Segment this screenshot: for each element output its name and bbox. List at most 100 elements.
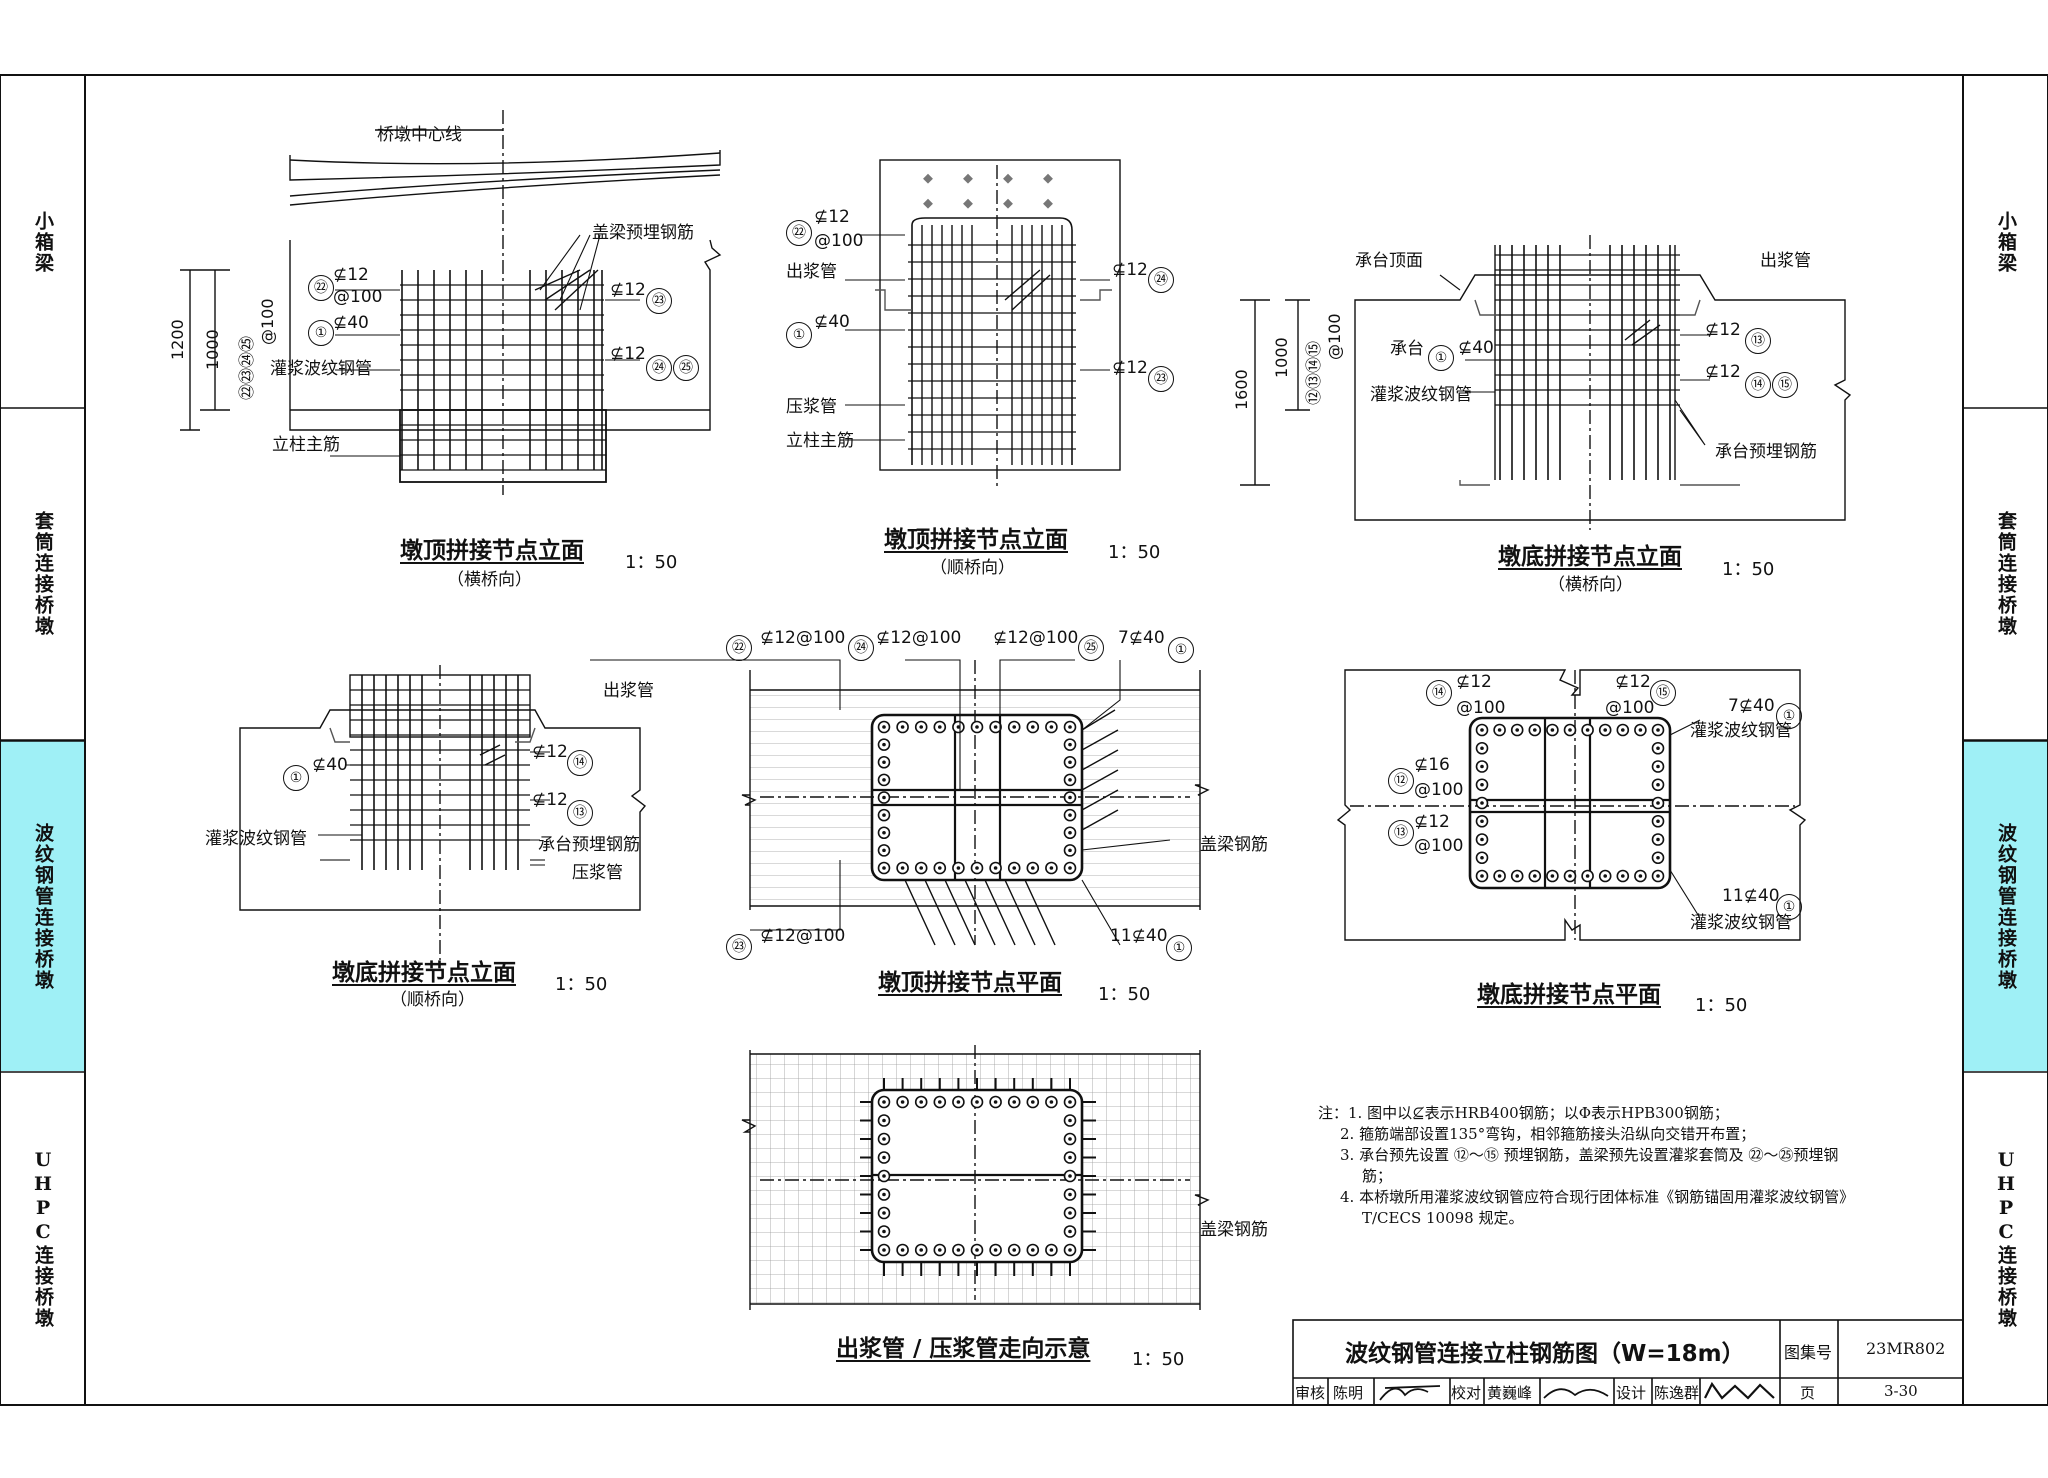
column-bar-core	[1068, 1211, 1072, 1215]
column-bar-core	[1656, 746, 1660, 751]
v6-ref-13: ⑬	[1388, 820, 1414, 846]
note-3: 3. 承台预先设置 ⑫～⑮ 预埋钢筋，盖梁预先设置灌浆套筒及 ㉒～㉕预埋钢筋；	[1340, 1146, 1839, 1185]
column-bar-core	[1068, 1118, 1072, 1123]
column-bar-core	[1068, 848, 1072, 853]
side-tab-label: 小箱梁	[1995, 210, 2017, 274]
v5-ref-1-bottom: ①	[1166, 935, 1192, 961]
column-bar-core	[1049, 866, 1054, 870]
column-bar-core	[1068, 813, 1072, 817]
page-number: 3-30	[1884, 1382, 1918, 1400]
v2-ref-23: ㉓	[1148, 366, 1174, 392]
column-bar-core	[1480, 855, 1484, 860]
side-tab-right-4[interactable]: UHPC连接桥墩	[1963, 1072, 2048, 1405]
column-bar-core	[900, 1248, 905, 1252]
v6-eleven-phi40: 11⊈40	[1722, 886, 1780, 906]
column-bar-core	[1603, 874, 1607, 878]
column-bar-core	[993, 866, 998, 870]
column-bar-core	[882, 795, 886, 800]
column-bar-core	[919, 1100, 923, 1104]
column-bar-core	[900, 866, 905, 870]
v2-at100-label: @100	[814, 231, 864, 251]
pier-center-label: 桥墩中心线	[377, 125, 462, 145]
side-tab-left-2[interactable]: 套筒连接桥墩	[0, 408, 85, 740]
v5-ref-22: ㉒	[726, 635, 752, 661]
side-tab-left-3[interactable]: 波纹钢管连接桥墩	[0, 741, 85, 1072]
column-bar-core	[919, 866, 923, 870]
column-bar-core	[1638, 874, 1643, 878]
v2-phi12-label: ⊈12	[814, 207, 850, 227]
v6-ref-15: ⑮	[1650, 680, 1676, 706]
column-bar-core	[882, 848, 886, 853]
v4-out-pipe-label: 出浆管	[603, 681, 654, 701]
side-tab-left-4[interactable]: UHPC连接桥墩	[0, 1072, 85, 1405]
column-bar-core	[1068, 778, 1072, 782]
column-bar-core	[1480, 801, 1484, 805]
view5-title: 墩顶拼接节点平面	[878, 970, 1062, 996]
column-bar-core	[938, 725, 942, 729]
note-4: 4. 本桥墩所用灌浆波纹钢管应符合现行团体标准《钢筋锚固用灌浆波纹钢管》T/CE…	[1340, 1188, 1855, 1227]
view3-subtitle: （横桥向）	[1548, 575, 1633, 595]
view1-subtitle: （横桥向）	[447, 570, 532, 590]
drawing-title: 波纹钢管连接立柱钢筋图（W=18m）	[1345, 1341, 1745, 1367]
column-bar-core	[1031, 1100, 1035, 1104]
column-bar-core	[1656, 837, 1660, 842]
v5-ref-24: ㉔	[848, 635, 874, 661]
view7-drawing	[741, 1045, 1210, 1310]
v3-cap-label: 承台	[1390, 339, 1424, 359]
column-bar-core	[1068, 1192, 1072, 1197]
side-tab-right-1[interactable]: 小箱梁	[1963, 76, 2048, 408]
column-bar-core	[956, 1248, 961, 1252]
drawing-notes: 注：1. 图中以⊈表示HRB400钢筋；以Φ表示HPB300钢筋； 2. 箍筋端…	[1318, 1103, 1858, 1229]
v3-cap-embed-label: 承台预埋钢筋	[1715, 442, 1817, 462]
side-tab-left-1[interactable]: 小箱梁	[0, 76, 85, 408]
column-bar-core	[919, 1248, 923, 1252]
v3-grout-pipe-label: 灌浆波纹钢管	[1370, 385, 1472, 405]
side-tab-right-3[interactable]: 波纹钢管连接桥墩	[1963, 741, 2048, 1072]
v2-press-pipe-label: 压浆管	[786, 397, 837, 417]
v5-cap-bar-label: 盖梁钢筋	[1200, 835, 1268, 855]
column-bar-core	[919, 725, 923, 729]
v6-phi16: ⊈16	[1414, 755, 1450, 775]
view6-drawing	[1336, 669, 1807, 941]
column-bar-core	[1049, 725, 1054, 729]
column-bar-core	[882, 1155, 886, 1160]
column-bar-core	[938, 866, 942, 870]
v1-ref-22: ㉒	[308, 275, 334, 301]
v1-grout-pipe-label: 灌浆波纹钢管	[270, 359, 372, 379]
view4-drawing	[239, 665, 647, 960]
side-tab-label: 套筒连接桥墩	[1995, 511, 2017, 637]
column-bar-core	[882, 778, 886, 782]
column-bar-core	[1480, 728, 1484, 732]
column-bar-core	[1656, 874, 1660, 878]
v2-ref-1: ①	[786, 322, 812, 348]
v5-ref-1-top: ①	[1168, 637, 1194, 663]
v1-ref-25: ㉕	[673, 355, 699, 381]
column-bar-core	[1568, 728, 1572, 732]
v2-phi12-right2: ⊈12	[1112, 358, 1148, 378]
column-bar-core	[1480, 764, 1484, 769]
column-bar-core	[938, 1100, 942, 1104]
column-bar-core	[1585, 874, 1590, 878]
side-tab-right-2[interactable]: 套筒连接桥墩	[1963, 408, 2048, 740]
v4-ref-1: ①	[283, 765, 309, 791]
column-bar-core	[1031, 1248, 1035, 1252]
v2-out-pipe-label: 出浆管	[786, 262, 837, 282]
column-bar-core	[975, 1248, 979, 1252]
column-bar-core	[1068, 760, 1072, 765]
column-bar-core	[1068, 725, 1072, 729]
view6-scale: 1：50	[1695, 995, 1748, 1016]
v3-ref-13: ⑬	[1745, 328, 1771, 354]
v6-ref-1-bottom: ①	[1776, 894, 1802, 920]
column-bar-core	[1656, 764, 1660, 769]
column-bar-core	[1568, 874, 1572, 878]
column-bar-core	[1515, 728, 1519, 732]
v1-ref-23: ㉓	[646, 288, 672, 314]
column-bar-core	[1068, 1155, 1072, 1160]
column-bar-core	[1049, 1100, 1054, 1104]
design-label: 设计	[1616, 1384, 1647, 1402]
column-bar-core	[1012, 1100, 1016, 1104]
v3-out-pipe-label: 出浆管	[1760, 251, 1811, 271]
view1-title: 墩顶拼接节点立面	[400, 538, 584, 564]
view2-drawing	[875, 159, 1121, 490]
